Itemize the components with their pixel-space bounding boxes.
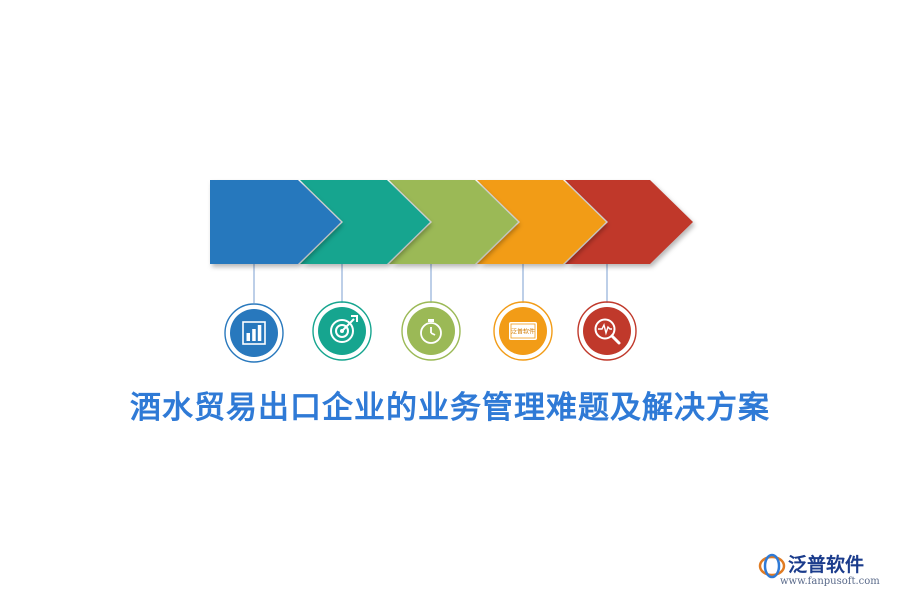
chevron-3 — [389, 180, 518, 264]
brand-url: www.fanpusoft.com — [780, 576, 880, 587]
chevron-5 — [565, 180, 693, 264]
card-label: 泛普软件 — [511, 328, 535, 336]
brand-watermark: 泛普软件 www.fanpusoft.com — [758, 550, 888, 590]
brand-logo-icon — [758, 553, 786, 579]
chevron-1 — [210, 180, 341, 264]
brand-name: 泛普软件 — [788, 554, 865, 576]
magnifier-pulse-icon — [577, 301, 637, 361]
chevron-2 — [300, 180, 430, 264]
page-title: 酒水贸易出口企业的业务管理难题及解决方案 — [130, 390, 770, 426]
bar-chart-icon — [224, 303, 284, 363]
stopwatch-icon — [401, 301, 461, 361]
chevron-4 — [477, 180, 606, 264]
target-icon — [312, 301, 372, 361]
software-card-icon: 泛普软件 — [493, 301, 553, 361]
